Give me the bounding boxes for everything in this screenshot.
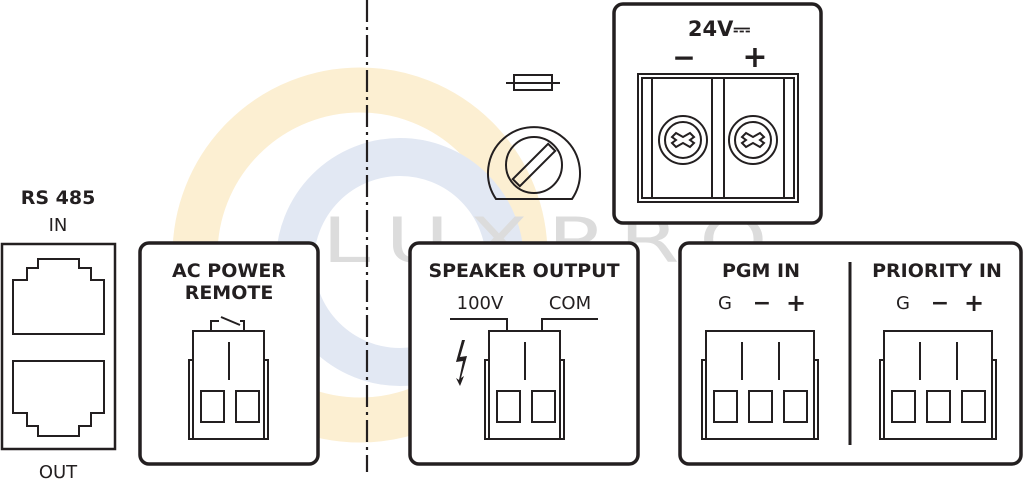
terminal-slot (961, 390, 986, 423)
terminal-slot (891, 390, 916, 423)
pgm-in-title: PGM IN (722, 260, 800, 282)
rs485-housing (0, 242, 117, 451)
terminal-slot (713, 390, 738, 423)
priority-pin-g-label: G (896, 293, 910, 314)
fuse-section (487, 74, 581, 200)
terminal-slot (783, 390, 808, 423)
speaker-output-terminal[interactable] (484, 330, 565, 440)
ac-power-remote-title-1: AC POWER (172, 260, 286, 282)
terminal-slot (531, 390, 556, 423)
terminal-slot (200, 390, 225, 423)
rs485-out-port[interactable] (12, 360, 105, 437)
speaker-100v-label: 100V (457, 293, 504, 314)
ac-power-remote-title-2: REMOTE (185, 282, 274, 304)
dc-terminal-block[interactable] (637, 73, 799, 203)
fuse-icon (506, 74, 560, 91)
terminal-slot (496, 390, 521, 423)
dc-screw-plus-icon[interactable] (728, 115, 778, 165)
priority-pin-plus-label: + (964, 289, 984, 317)
dc-input-panel: 24V⎓ − + (612, 2, 823, 225)
dc-voltage: 24V (688, 17, 734, 41)
ac-power-remote-terminal[interactable] (188, 330, 269, 440)
terminal-slot (926, 390, 951, 423)
lightning-icon (456, 340, 467, 386)
speaker-output-title: SPEAKER OUTPUT (428, 260, 619, 282)
rs485-title: RS 485 (21, 187, 96, 209)
pgm-pin-minus-label: − (753, 291, 771, 316)
dc-input-frame (612, 2, 823, 225)
rs485-in-port[interactable] (12, 258, 105, 335)
speaker-com-label: COM (549, 293, 591, 314)
speaker-output-panel: SPEAKER OUTPUT 100V COM (408, 241, 640, 466)
rs485-in-label: IN (49, 215, 68, 236)
dc-symbol: ⎓ (733, 17, 750, 41)
rs485-section: RS 485 IN OUT (0, 187, 117, 481)
rs485-out-label: OUT (39, 462, 78, 481)
ac-power-remote-panel: AC POWER REMOTE (138, 241, 320, 466)
pgm-pin-plus-label: + (786, 289, 806, 317)
speaker-leader-lines (450, 318, 598, 331)
dc-plus-label: + (742, 40, 767, 75)
dc-screw-minus-icon[interactable] (658, 115, 708, 165)
priority-pin-minus-label: − (931, 291, 949, 316)
switch-icon (210, 316, 245, 331)
terminal-slot (748, 390, 773, 423)
priority-in-title: PRIORITY IN (872, 260, 1002, 282)
fuse-holder-icon[interactable] (487, 126, 581, 200)
dc-minus-label: − (672, 41, 695, 74)
terminal-slot (235, 390, 260, 423)
pgm-pin-g-label: G (718, 293, 732, 314)
pgm-in-terminal[interactable] (701, 330, 819, 440)
dc-input-title: 24V⎓ (688, 17, 750, 41)
inputs-panel: PGM IN G − + PRIORITY IN G − + (678, 241, 1023, 466)
priority-in-terminal[interactable] (879, 330, 997, 440)
